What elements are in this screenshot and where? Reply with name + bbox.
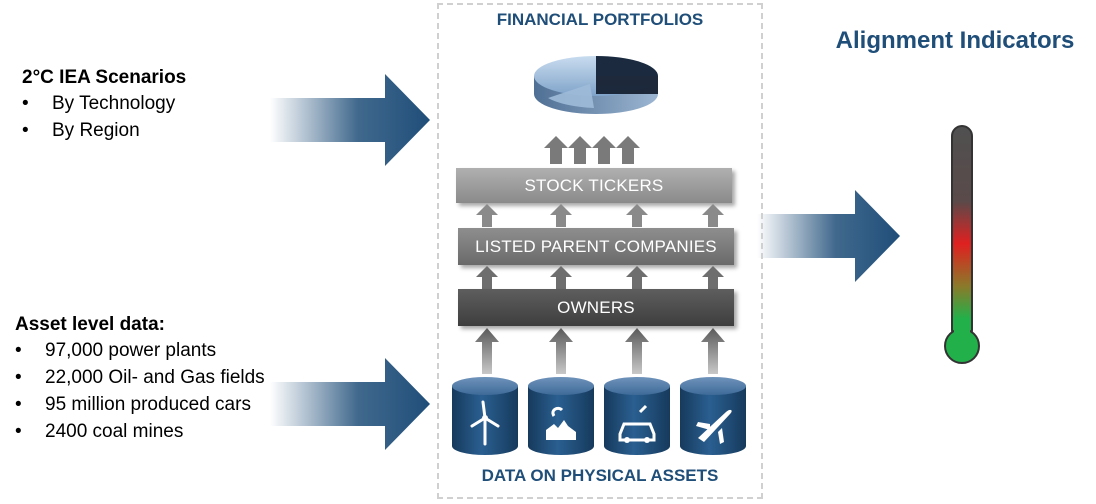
oil-gas-icon bbox=[528, 377, 594, 455]
layer-arrows bbox=[476, 204, 724, 227]
list-item: •95 million produced cars bbox=[15, 394, 251, 415]
thermometer-icon bbox=[944, 125, 980, 364]
list-item: •22,000 Oil- and Gas fields bbox=[15, 367, 265, 388]
scenario-arrow bbox=[270, 74, 430, 166]
asset-arrow bbox=[270, 358, 430, 450]
financial-portfolios-label: FINANCIAL PORTFOLIOS bbox=[496, 10, 704, 29]
wind-turbine-icon bbox=[452, 377, 518, 455]
center-panel bbox=[437, 3, 763, 499]
pie-input-arrows bbox=[544, 136, 640, 164]
physical-assets-cylinders bbox=[452, 377, 746, 455]
stock-tickers-layer: STOCK TICKERS bbox=[456, 168, 732, 203]
owners-layer: OWNERS bbox=[458, 289, 734, 326]
list-item: •By Region bbox=[22, 120, 140, 141]
alignment-indicators-title: Alignment Indicators bbox=[835, 27, 1075, 54]
indicator-arrow bbox=[757, 190, 900, 282]
list-item: •By Technology bbox=[22, 93, 176, 114]
asset-data-block: Asset level data: •97,000 power plants •… bbox=[15, 314, 335, 445]
asset-data-title: Asset level data: bbox=[15, 314, 165, 335]
physical-assets-label: DATA ON PHYSICAL ASSETS bbox=[481, 466, 719, 485]
asset-data-list: •97,000 power plants •22,000 Oil- and Ga… bbox=[15, 337, 335, 445]
list-item: •97,000 power plants bbox=[15, 340, 217, 361]
listed-parent-companies-layer: LISTED PARENT COMPANIES bbox=[458, 228, 734, 265]
asset-input-arrows bbox=[475, 328, 725, 374]
car-icon bbox=[604, 377, 670, 455]
scenarios-list: •By Technology •By Region bbox=[22, 90, 282, 144]
layer-arrows bbox=[476, 266, 724, 289]
list-item: •2400 coal mines bbox=[15, 421, 184, 442]
scenarios-block: 2°C IEA Scenarios •By Technology •By Reg… bbox=[22, 67, 282, 144]
scenarios-title: 2°C IEA Scenarios bbox=[22, 67, 187, 88]
airplane-icon bbox=[680, 377, 746, 455]
pie-chart-icon bbox=[534, 56, 658, 114]
